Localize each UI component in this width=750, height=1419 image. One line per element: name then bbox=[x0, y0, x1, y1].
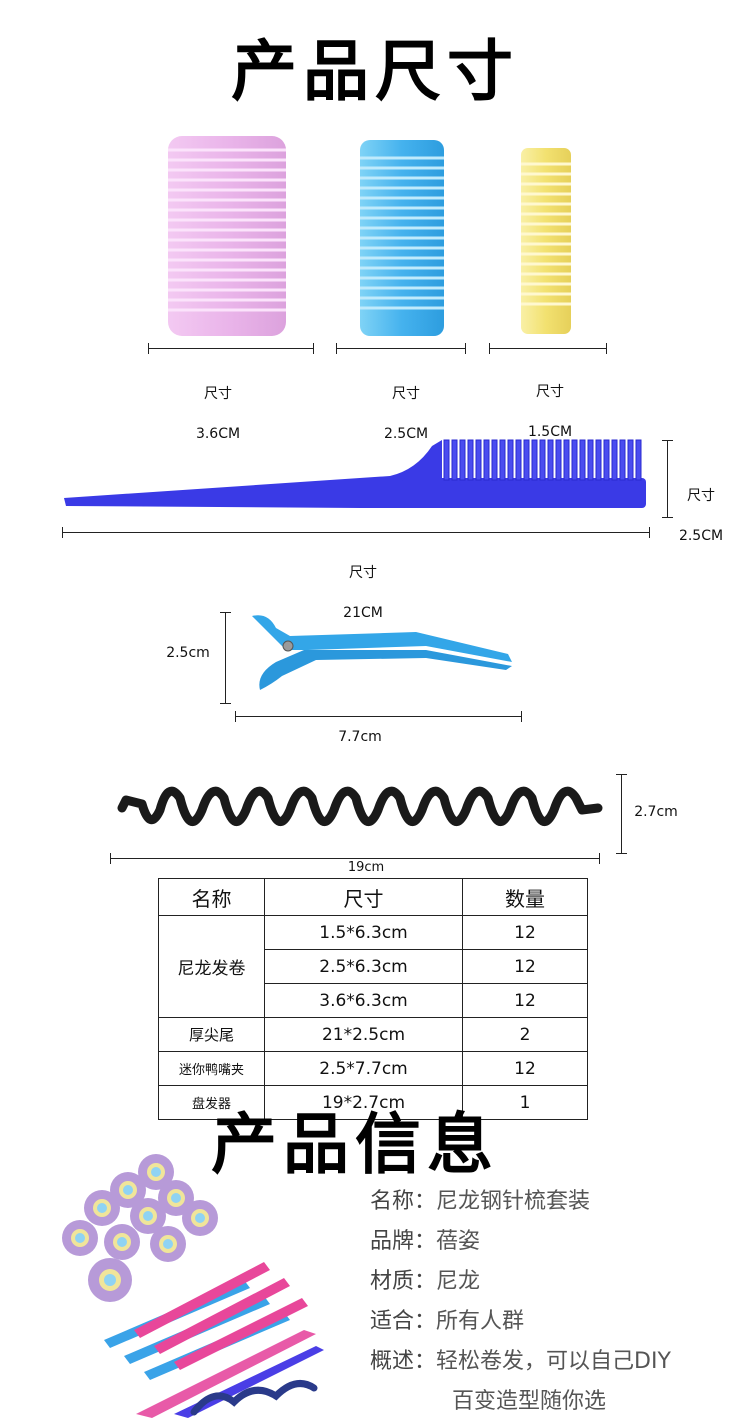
product-photo bbox=[62, 1154, 324, 1418]
roller-medium-label-text: 尺寸 bbox=[392, 386, 420, 402]
info-key-overview: 概述： bbox=[370, 1349, 437, 1374]
table-row: 厚尖尾 21*2.5cm 2 bbox=[158, 1017, 588, 1052]
table-header-qty: 数量 bbox=[462, 878, 588, 916]
roller-medium-dimension-line bbox=[336, 343, 466, 354]
info-row-suitable: 适合：所有人群 bbox=[370, 1303, 524, 1335]
bun-maker-image bbox=[117, 786, 603, 826]
info-row-name: 名称：尼龙钢针梳套装 bbox=[370, 1183, 590, 1215]
roller-large-label-text: 尺寸 bbox=[204, 386, 232, 402]
info-row-overview-2: 百变造型随你选 bbox=[452, 1383, 606, 1415]
table-row: 盘发器 19*2.7cm 1 bbox=[158, 1085, 588, 1120]
comb-length-value: 21CM bbox=[343, 605, 383, 621]
table-cell-size: 2.5*6.3cm bbox=[264, 949, 463, 984]
roller-large-image bbox=[168, 136, 286, 336]
spec-table: 名称 尺寸 数量 尼龙发卷 1.5*6.3cm 12 2.5*6.3cm 12 … bbox=[158, 878, 588, 1120]
table-header-row: 名称 尺寸 数量 bbox=[158, 878, 588, 916]
table-cell-name: 盘发器 bbox=[158, 1085, 265, 1120]
bun-maker-height-line bbox=[616, 774, 627, 854]
clip-height-value: 2.5cm bbox=[166, 645, 210, 661]
roller-medium-label: 尺寸 2.5CM bbox=[356, 364, 456, 464]
table-row: 2.5*6.3cm 12 bbox=[159, 949, 588, 984]
info-key-suitable: 适合： bbox=[370, 1309, 437, 1334]
roller-large-size: 3.6CM bbox=[195, 426, 241, 442]
table-cell-name: 厚尖尾 bbox=[158, 1017, 265, 1052]
bun-maker-length-value: 19cm bbox=[347, 860, 385, 875]
info-value-overview-2: 百变造型随你选 bbox=[452, 1389, 607, 1414]
info-row-overview: 概述：轻松卷发，可以自己DIY bbox=[370, 1343, 671, 1375]
duckbill-clip-image bbox=[252, 615, 512, 690]
table-cell-size: 1.5*6.3cm bbox=[264, 915, 463, 950]
size-title: 产品尺寸 bbox=[231, 33, 519, 110]
roller-small-label: 尺寸 1.5CM bbox=[500, 362, 600, 462]
info-value-suitable: 所有人群 bbox=[436, 1309, 525, 1334]
roller-small-label-text: 尺寸 bbox=[536, 384, 564, 400]
comb-height-label: 尺寸 2.5CM bbox=[673, 466, 729, 566]
clip-height-line bbox=[220, 612, 231, 704]
table-cell-size: 2.5*7.7cm bbox=[264, 1051, 463, 1086]
comb-length-line bbox=[62, 527, 650, 538]
clip-length-value: 7.7cm bbox=[338, 729, 382, 745]
comb-length-label: 尺寸 21CM bbox=[313, 543, 413, 643]
info-key-brand: 品牌： bbox=[370, 1229, 437, 1254]
table-cell-name: 迷你鸭嘴夹 bbox=[158, 1051, 265, 1086]
comb-length-label-text: 尺寸 bbox=[349, 565, 377, 581]
info-row-material: 材质：尼龙 bbox=[370, 1263, 480, 1295]
table-cell-qty: 2 bbox=[462, 1017, 588, 1052]
roller-small-size: 1.5CM bbox=[527, 424, 573, 440]
bun-maker-length-line bbox=[110, 853, 600, 864]
table-row: 尼龙发卷 1.5*6.3cm 12 bbox=[158, 915, 588, 1018]
info-key-name: 名称： bbox=[370, 1189, 437, 1214]
table-cell-size: 21*2.5cm bbox=[264, 1017, 463, 1052]
info-value-name: 尼龙钢针梳套装 bbox=[436, 1189, 591, 1214]
table-header-size: 尺寸 bbox=[264, 878, 463, 916]
table-row: 迷你鸭嘴夹 2.5*7.7cm 12 bbox=[158, 1051, 588, 1086]
info-value-overview: 轻松卷发，可以自己DIY bbox=[436, 1349, 671, 1374]
info-value-brand: 蓓姿 bbox=[436, 1229, 481, 1254]
comb-height-value: 2.5CM bbox=[678, 528, 724, 544]
clip-length-line bbox=[235, 711, 522, 722]
info-row-brand: 品牌：蓓姿 bbox=[370, 1223, 480, 1255]
table-cell-size: 19*2.7cm bbox=[264, 1085, 463, 1120]
table-cell-size: 3.6*6.3cm bbox=[264, 983, 463, 1018]
table-cell-qty: 12 bbox=[462, 1051, 588, 1086]
roller-large-dimension-line bbox=[148, 343, 314, 354]
table-group-name: 尼龙发卷 bbox=[158, 915, 265, 1018]
table-cell-qty: 12 bbox=[462, 983, 588, 1018]
comb-height-line bbox=[662, 440, 673, 518]
bun-maker-height-value: 2.7cm bbox=[634, 804, 678, 820]
comb-height-label-text: 尺寸 bbox=[687, 488, 715, 504]
info-key-material: 材质： bbox=[370, 1269, 437, 1294]
roller-small-dimension-line bbox=[489, 343, 607, 354]
roller-small-image bbox=[521, 148, 571, 334]
table-cell-qty: 12 bbox=[462, 949, 588, 984]
tail-comb-image bbox=[64, 439, 646, 508]
roller-medium-image bbox=[360, 140, 444, 336]
table-header-name: 名称 bbox=[158, 878, 265, 916]
info-title: 产品信息 bbox=[211, 1106, 499, 1183]
roller-large-label: 尺寸 3.6CM bbox=[168, 364, 268, 464]
table-cell-qty: 12 bbox=[462, 915, 588, 950]
info-value-material: 尼龙 bbox=[436, 1269, 481, 1294]
table-cell-qty: 1 bbox=[462, 1085, 588, 1120]
roller-medium-size: 2.5CM bbox=[383, 426, 429, 442]
